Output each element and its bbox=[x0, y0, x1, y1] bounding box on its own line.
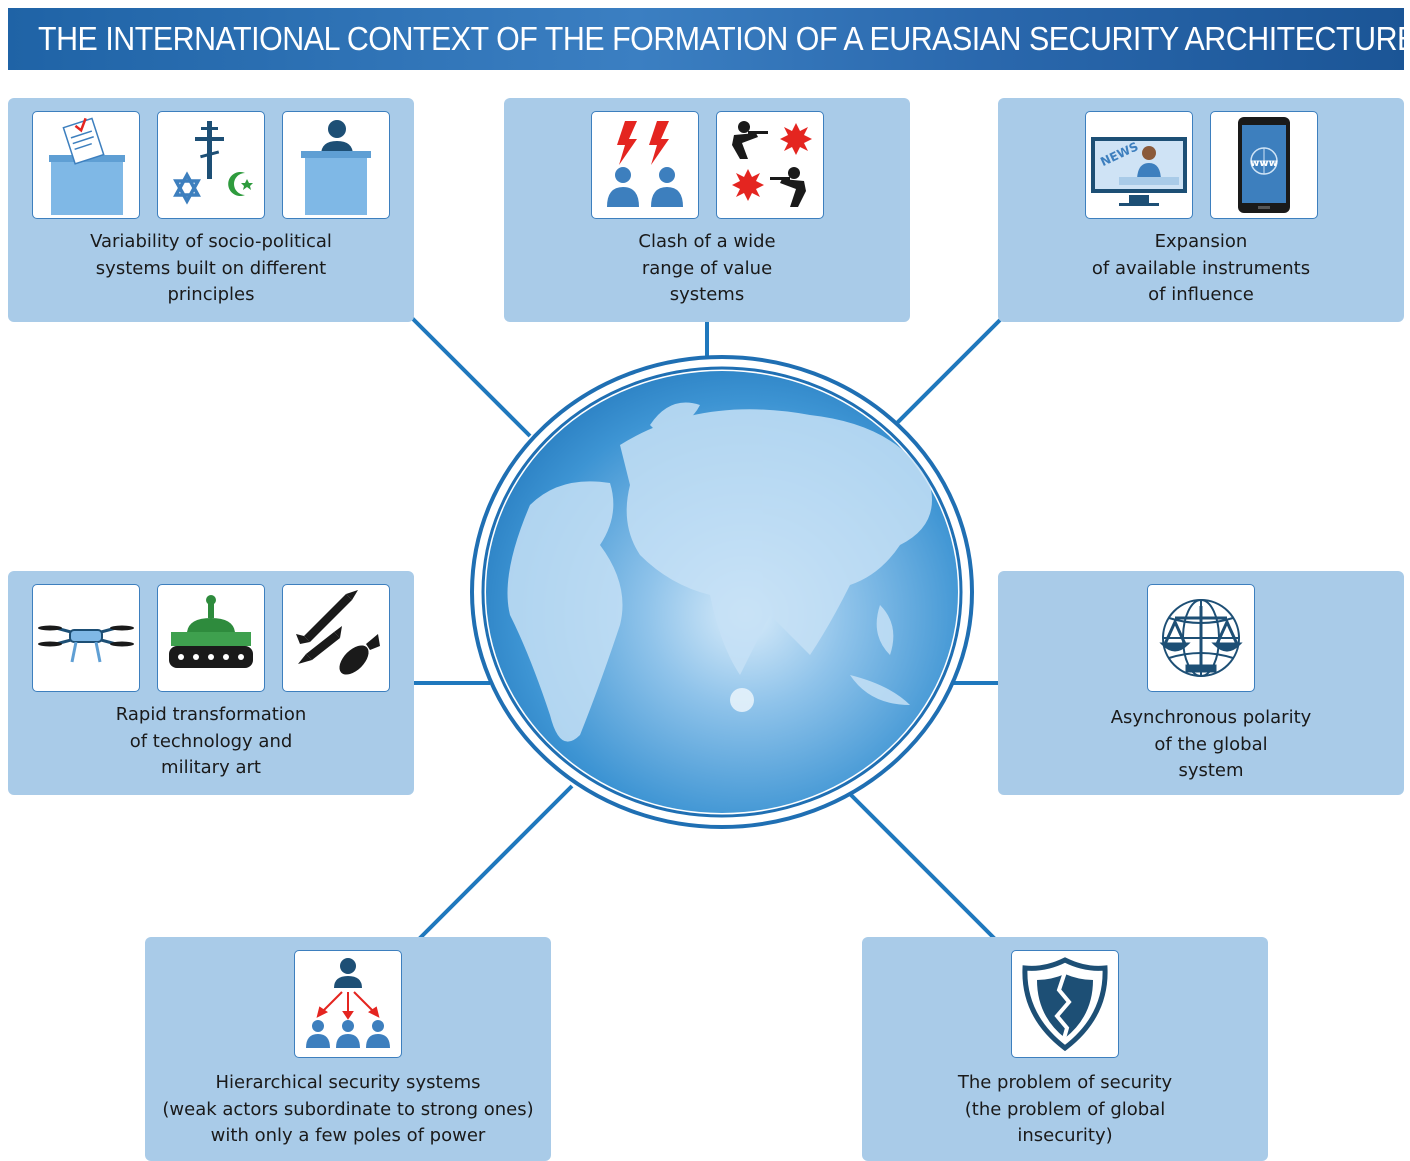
factor-socio-political-systems: Variability of socio-political systems b… bbox=[8, 98, 414, 322]
drone-icon bbox=[32, 584, 140, 692]
religious-symbols-icon bbox=[157, 111, 265, 219]
svg-text:www: www bbox=[1250, 158, 1278, 169]
page-title: THE INTERNATIONAL CONTEXT OF THE FORMATI… bbox=[38, 20, 1410, 57]
hierarchy-icon bbox=[294, 950, 402, 1058]
factor-clash-of-values: Clash of a wide range of value systems bbox=[504, 98, 910, 322]
factor-problem-of-security: The problem of security (the problem of … bbox=[862, 937, 1268, 1161]
factor-hierarchical-security: Hierarchical security systems (weak acto… bbox=[145, 937, 551, 1161]
armed-conflict-icon bbox=[715, 111, 824, 219]
factor-asynchronous-polarity: Asynchronous polarity of the global syst… bbox=[998, 571, 1404, 795]
factor-label: Expansion of available instruments of in… bbox=[1091, 231, 1311, 305]
factor-technology-transformation: Rapid transformation of technology and m… bbox=[8, 571, 414, 795]
factor-label: Asynchronous polarity of the global syst… bbox=[1110, 707, 1312, 781]
conflicting-people-icon bbox=[590, 111, 699, 219]
tank-icon bbox=[157, 584, 265, 692]
factor-instruments-of-influence: NEWS www Expansion of available instrume… bbox=[998, 98, 1404, 322]
factor-label: Rapid transformation of technology and m… bbox=[115, 704, 307, 778]
factor-label: Clash of a wide range of value systems bbox=[638, 231, 776, 305]
ballot-box-icon bbox=[32, 111, 140, 219]
news-tv-icon: NEWS bbox=[1084, 111, 1193, 219]
speaker-podium-icon bbox=[282, 111, 390, 219]
factor-label: Hierarchical security systems (weak acto… bbox=[162, 1072, 534, 1146]
title-bar: THE INTERNATIONAL CONTEXT OF THE FORMATI… bbox=[8, 8, 1410, 70]
missiles-icon bbox=[282, 584, 390, 692]
globe-icon bbox=[470, 355, 975, 830]
smartphone-www-icon: www bbox=[1209, 111, 1318, 219]
broken-shield-icon bbox=[1011, 950, 1119, 1058]
factor-label: Variability of socio-political systems b… bbox=[90, 231, 332, 305]
globe-scales-icon bbox=[1147, 584, 1255, 692]
factor-label: The problem of security (the problem of … bbox=[957, 1072, 1173, 1146]
